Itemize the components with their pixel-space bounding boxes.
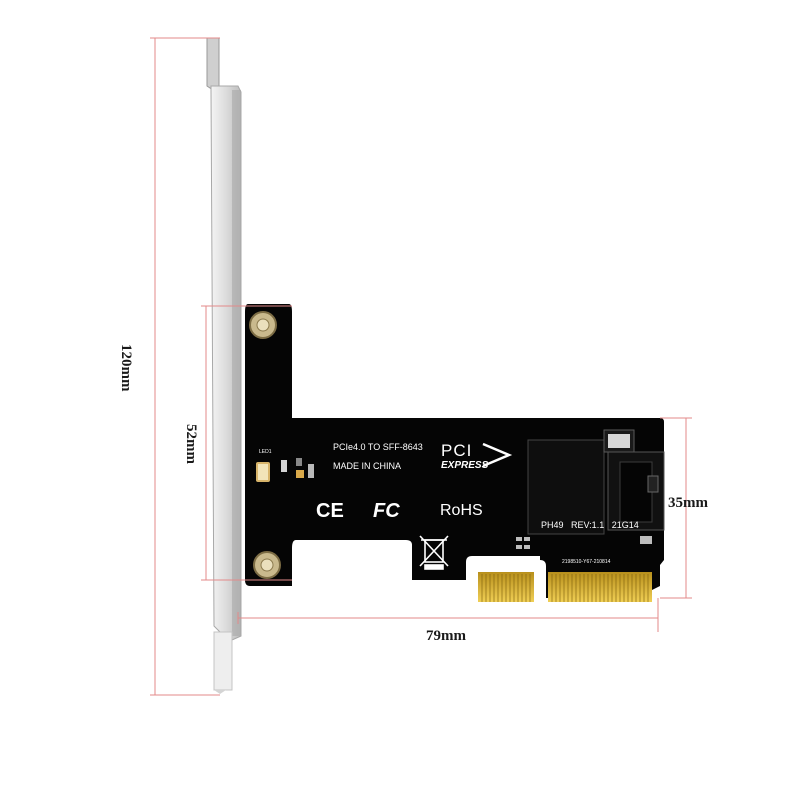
sff-8643-connector [527,429,665,535]
pcb-origin-line: MADE IN CHINA [333,461,402,471]
screw-bottom [253,551,281,579]
pci-logo-text: PCI [441,441,473,460]
ce-mark: CE [316,500,344,522]
screw-top [249,311,277,339]
revision-line: PH49 REV:1.1 21G14 [541,520,639,530]
gold-fingers [478,572,652,602]
dimension-label-connector-height: 35mm [668,495,708,511]
rohs-mark: RoHS [440,502,483,519]
dimension-label-board-height: 52mm [183,424,199,464]
dimension-lines [150,37,692,696]
fc-mark: FC [373,500,400,522]
led-label: LED1 [259,449,272,455]
led-component [256,458,314,482]
pcb-title-line: PCIe4.0 TO SFF-8643 [333,442,423,452]
dimension-label-bracket-height: 120mm [118,344,134,392]
smd-components [516,536,652,549]
weee-bin-icon [419,535,449,570]
metal-bracket [206,37,242,694]
express-logo-text: EXPRESS [441,460,489,471]
dimension-label-board-length: 79mm [426,628,466,644]
serial-number: 2198510-Y67-210814 [562,559,611,565]
pci-express-logo [482,442,513,468]
